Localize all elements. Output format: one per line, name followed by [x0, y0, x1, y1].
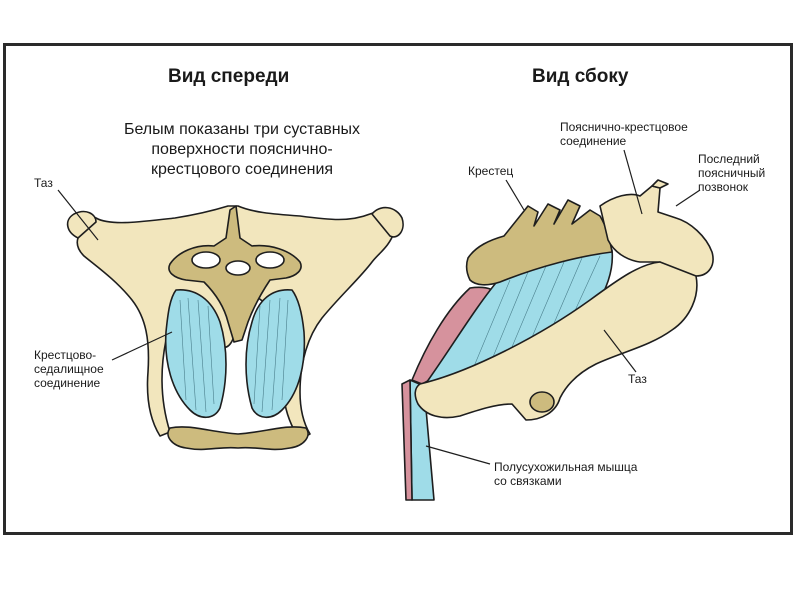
articular-surface-center: [225, 260, 251, 276]
label-side-last-lumbar-line-1: Последний: [698, 152, 760, 166]
label-side-semitendinosus-line-2: со связками: [494, 474, 562, 488]
front-view-title: Вид спереди: [168, 66, 290, 87]
articular-surface-right: [255, 251, 285, 269]
label-side-last-lumbar: Последний поясничный позвонок: [698, 152, 765, 194]
side-view-drawing: [401, 179, 714, 501]
front-view-drawing: [66, 205, 404, 451]
label-side-last-lumbar-line-3: позвонок: [698, 180, 749, 194]
label-side-lumbosacral-line-2: соединение: [560, 134, 627, 148]
front-ligament-left: [164, 289, 227, 419]
articular-note-line-3: крестцового соединения: [150, 161, 334, 178]
articular-note: Белым показаны три суставных поверхности…: [112, 120, 372, 180]
label-side-lumbosacral-line-1: Пояснично-крестцовое: [560, 120, 688, 134]
front-ischium: [167, 426, 309, 451]
front-ligament-right: [245, 289, 306, 419]
label-side-semitendinosus-line-1: Полусухожильная мышца: [494, 460, 638, 474]
label-front-sacroischial-line-2: седалищное: [34, 362, 104, 376]
side-acetabulum: [529, 391, 555, 413]
side-view-title: Вид сбоку: [532, 66, 629, 87]
articular-surface-left: [191, 251, 221, 269]
label-side-sacrum: Крестец: [468, 164, 514, 178]
articular-note-line-2: поверхности пояснично-: [151, 141, 333, 158]
label-side-lumbosacral: Пояснично-крестцовое соединение: [560, 120, 688, 148]
side-sacrum: [465, 199, 613, 286]
leader-side-pelvis: [603, 329, 637, 373]
leader-side-sacrum: [505, 179, 525, 211]
leader-front-pelvis: [57, 189, 99, 241]
label-side-semitendinosus: Полусухожильная мышца со связками: [494, 460, 637, 488]
leader-front-sacroischial: [111, 331, 173, 361]
articular-note-line-1: Белым показаны три суставных: [123, 121, 361, 138]
label-front-pelvis: Таз: [34, 176, 53, 190]
leader-side-lumbosacral: [623, 149, 643, 215]
label-side-last-lumbar-line-2: поясничный: [698, 166, 766, 180]
label-front-sacroischial-line-1: Крестцово-: [34, 348, 97, 362]
leader-side-semitendinosus: [425, 445, 491, 465]
side-lumbar-vertebra: [599, 185, 714, 277]
side-pelvis: [414, 261, 698, 421]
label-front-sacroischial: Крестцово- седалищное соединение: [34, 348, 104, 390]
label-side-pelvis: Таз: [628, 372, 647, 386]
label-front-sacroischial-line-3: соединение: [34, 376, 101, 390]
leader-side-last-lumbar: [675, 189, 701, 207]
